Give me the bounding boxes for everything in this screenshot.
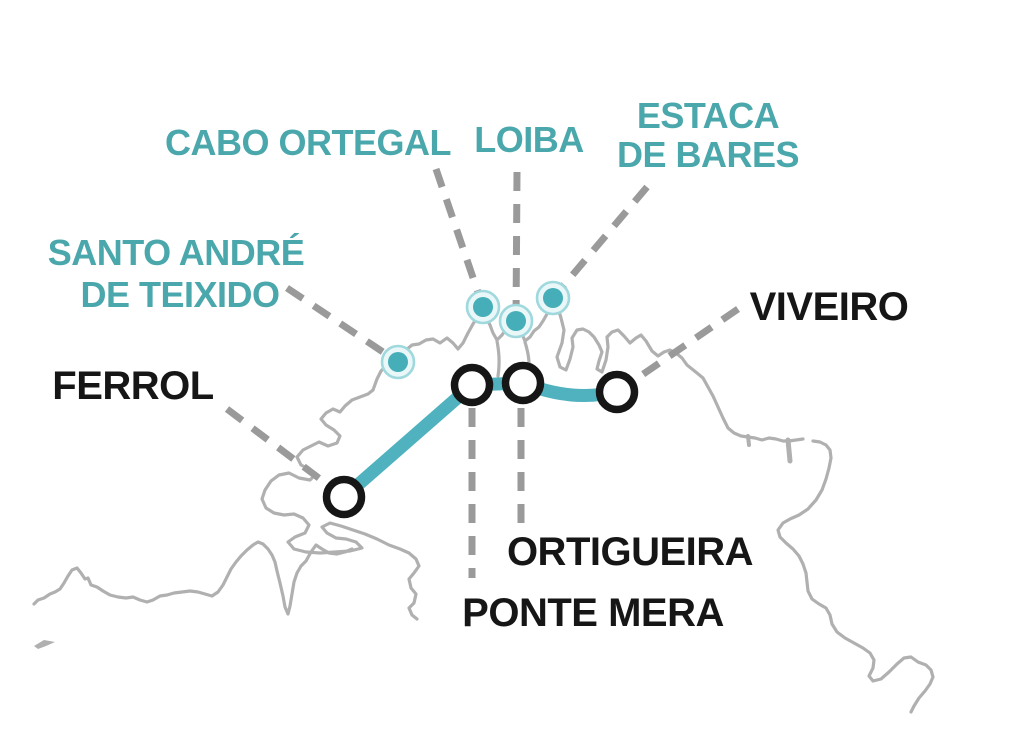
pointer-viveiro (618, 306, 740, 393)
coastline-islet (34, 640, 55, 649)
sight-marker-loiba (498, 303, 534, 339)
label-ponte-mera: PONTE MERA (462, 591, 724, 635)
station-marker-ponte-mera (450, 363, 494, 407)
label-ortigueira: ORTIGUEIRA (507, 530, 753, 574)
sight-marker-cabo-ortegal (465, 289, 501, 325)
sight-marker-santo-andre (380, 344, 416, 380)
sight-labels: CABO ORTEGAL LOIBA ESTACA DE BARES SANTO… (48, 95, 800, 315)
pointer-ferrol (224, 406, 343, 497)
label-loiba: LOIBA (474, 119, 584, 160)
coastline-tick-large (785, 437, 793, 464)
label-cabo-ortegal: CABO ORTEGAL (165, 122, 451, 163)
station-marker-ferrol (322, 475, 366, 519)
pointer-lines (224, 167, 740, 578)
station-marker-ortigueira (501, 361, 545, 405)
station-labels: FERROL VIVEIRO ORTIGUEIRA PONTE MERA (52, 285, 909, 635)
coastline-ferrol-ria (260, 388, 421, 621)
coastline-tick-small (746, 434, 751, 447)
sight-markers (380, 280, 571, 380)
label-estaca-line2: DE BARES (617, 134, 799, 175)
label-viveiro: VIVEIRO (750, 285, 909, 329)
pointer-santo-andre (285, 285, 400, 365)
route-ferrol-pontemera (337, 378, 479, 504)
label-ferrol: FERROL (52, 364, 214, 408)
pointer-cabo-ortegal (432, 167, 487, 309)
label-estaca-line1: ESTACA (637, 95, 780, 136)
pointer-loiba (512, 171, 521, 322)
coastline-north-and-east (371, 297, 935, 714)
label-santo-andre-line2: DE TEIXIDO (80, 274, 279, 315)
label-santo-andre-line1: SANTO ANDRÉ (48, 232, 305, 273)
pointer-estaca-de-bares (550, 184, 650, 301)
sight-marker-estaca-de-bares (535, 280, 571, 316)
station-marker-viveiro (595, 370, 639, 414)
coastline-estuary-arm-west (495, 339, 501, 378)
coastline-southwest (32, 540, 354, 616)
coastline (32, 297, 935, 714)
station-markers (322, 361, 639, 519)
